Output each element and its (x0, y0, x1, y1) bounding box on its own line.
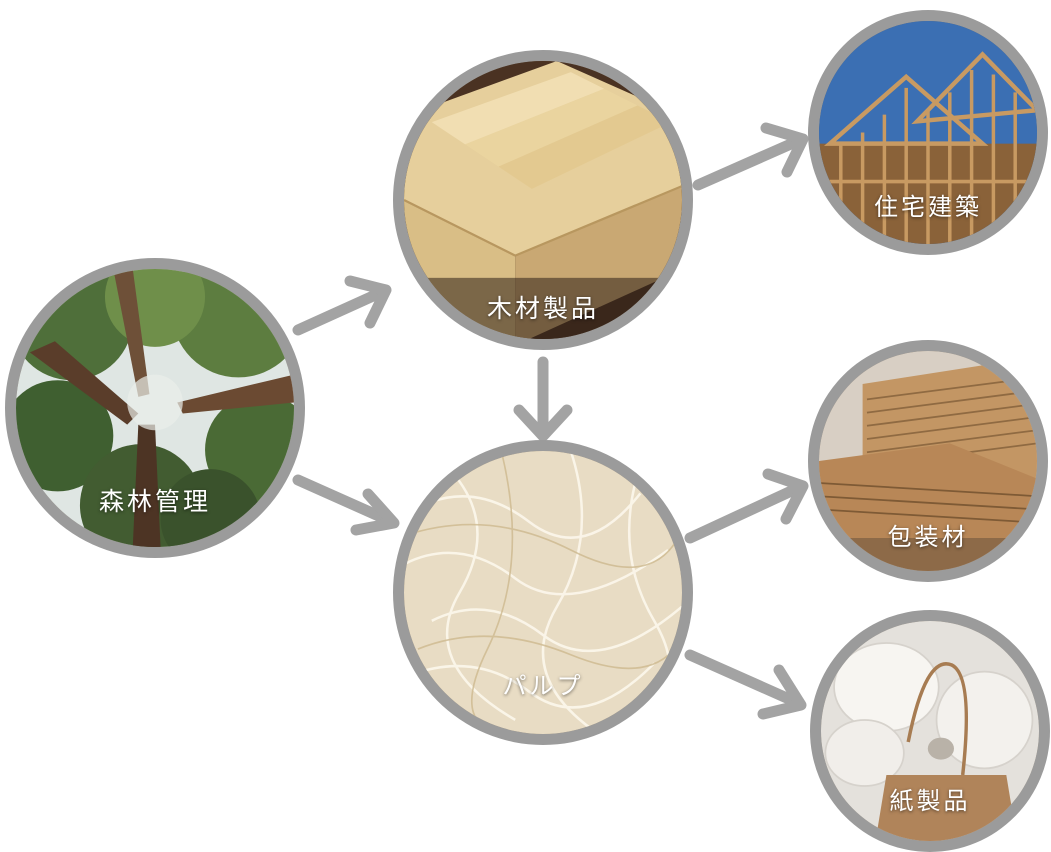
node-label: 住宅建築 (874, 193, 982, 221)
node-label: 包装材 (887, 523, 969, 551)
lumber-photo (404, 61, 682, 339)
arrow-pulp-to-package (684, 468, 809, 544)
node-pulp: パルプ (393, 440, 693, 745)
node-label: 紙製品 (889, 787, 971, 815)
node-forest-management: 森林管理 (5, 258, 305, 558)
node-housing-construction: 住宅建築 (808, 10, 1048, 255)
arrow-pulp-to-paper (684, 649, 807, 720)
arrow-lumber-to-pulp (513, 356, 573, 442)
node-label: 森林管理 (98, 487, 211, 516)
node-label: パルプ (502, 672, 584, 700)
node-lumber-products: 木材製品 (393, 50, 693, 350)
node-packaging: 包装材 (808, 340, 1048, 582)
house-frame-photo (819, 21, 1037, 244)
arrow-forest-to-lumber (292, 275, 392, 336)
cardboard-photo (819, 351, 1037, 571)
forest-photo (16, 269, 294, 547)
node-paper-products: 紙製品 (810, 610, 1050, 852)
pulp-photo (404, 451, 682, 734)
arrow-forest-to-pulp (292, 474, 400, 536)
paper-products-photo (821, 621, 1039, 841)
node-label: 木材製品 (486, 294, 599, 323)
arrow-lumber-to-house (692, 122, 809, 191)
